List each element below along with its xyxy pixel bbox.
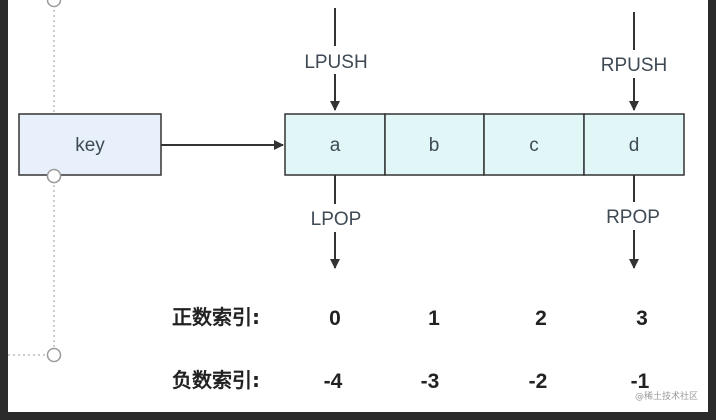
selection-handle-bottom[interactable] [46, 347, 62, 363]
key-label: key [75, 135, 105, 156]
negative-index-0: -4 [324, 370, 343, 393]
rpop-label: RPOP [606, 207, 660, 228]
selection-handle-top[interactable] [46, 0, 62, 8]
rpush-label-bg [594, 50, 674, 78]
rpop-label-bg [600, 202, 666, 230]
rpush-label: RPUSH [601, 55, 668, 76]
watermark: @稀土技术社区 [634, 392, 698, 402]
list-cell-d [583, 113, 685, 176]
list-cell-b-label: b [429, 135, 440, 156]
lpush-label: LPUSH [304, 52, 367, 73]
positive-index-2: 2 [535, 307, 547, 330]
lpush-label-bg [297, 46, 375, 74]
positive-index-label: 正数索引: [172, 305, 260, 329]
list-cell-d-label: d [629, 135, 640, 156]
positive-index-1: 1 [428, 307, 440, 330]
negative-index-label: 负数索引: [172, 368, 260, 392]
selection-handle-key[interactable] [46, 168, 62, 184]
key-box [18, 113, 162, 176]
negative-index-2: -2 [529, 370, 548, 393]
positive-index-0: 0 [329, 307, 341, 330]
diagram-canvas: key a b c d LPUSH RPUSH LPOP [8, 0, 708, 412]
negative-index-1: -3 [421, 370, 440, 393]
list-cell-a [284, 113, 386, 176]
list-cell-c [483, 113, 585, 176]
list-cell-a-label: a [330, 135, 341, 156]
lpop-label: LPOP [311, 209, 362, 230]
lpop-label-bg [304, 204, 368, 232]
list-cell-c-label: c [529, 135, 539, 156]
negative-index-3: -1 [631, 370, 650, 393]
list-diagram-svg: key a b c d LPUSH RPUSH LPOP [8, 0, 685, 393]
positive-index-3: 3 [636, 307, 648, 330]
